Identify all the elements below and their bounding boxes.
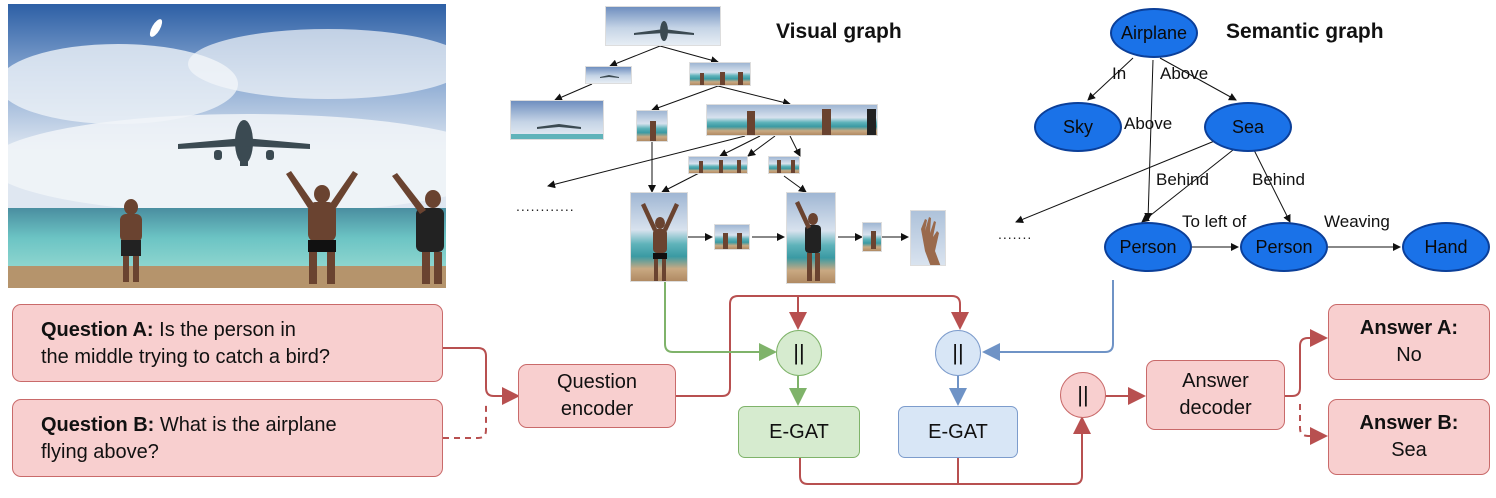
edge-label-to-left-of: To left of <box>1182 212 1247 231</box>
edge-label-in: In <box>1112 64 1127 83</box>
concat-node-visual: || <box>776 330 822 376</box>
input-photo <box>8 4 446 288</box>
answer-b-value: Sea <box>1391 439 1427 461</box>
visual-graph-title: Visual graph <box>776 20 902 43</box>
visual-node-person-small <box>636 110 668 142</box>
egat-semantic-block: E-GAT <box>898 406 1018 458</box>
red-flow-lines <box>443 295 1328 485</box>
edge-label-behind-1: Behind <box>1156 170 1209 189</box>
visual-node-people-pair <box>714 224 750 250</box>
node-hand: Hand <box>1402 222 1490 272</box>
concat-node-fusion: || <box>1060 372 1106 418</box>
visual-graph-ellipsis-left: ............ <box>516 198 575 214</box>
visual-node-airplane <box>605 6 721 46</box>
node-airplane: Airplane <box>1110 8 1198 58</box>
semantic-graph-title: Semantic graph <box>1226 20 1384 43</box>
visual-node-crop-b <box>768 156 800 174</box>
answer-a-value: No <box>1396 344 1422 366</box>
green-flow-lines <box>664 282 807 406</box>
visual-node-people-group <box>689 62 751 86</box>
concat-node-semantic: || <box>935 330 981 376</box>
node-person-1: Person <box>1104 222 1192 272</box>
question-a-text-line1: Is the person in <box>153 319 296 341</box>
visual-node-sky-plane <box>510 100 604 140</box>
question-encoder-block: Question encoder <box>518 364 676 428</box>
answer-decoder-line2: decoder <box>1179 397 1252 419</box>
question-a-label: Question A: <box>41 319 154 341</box>
question-b-label: Question B: <box>41 414 155 436</box>
question-a-box: Question A: Is the person in the middle t… <box>12 304 443 382</box>
answer-decoder-block: Answer decoder <box>1146 360 1285 430</box>
question-encoder-line2: encoder <box>560 398 634 420</box>
visual-node-beach-people <box>706 104 878 136</box>
visual-node-person-right <box>786 192 836 284</box>
edge-label-behind-2: Behind <box>1252 170 1305 189</box>
egat-visual-block: E-GAT <box>738 406 860 458</box>
node-person-2: Person <box>1240 222 1328 272</box>
answer-a-label: Answer A: <box>1359 317 1459 339</box>
question-b-text-line1: What is the airplane <box>154 414 337 436</box>
answer-decoder-line1: Answer <box>1182 370 1249 392</box>
blue-flow-lines <box>949 280 1114 406</box>
visual-graph-ellipsis-right: ....... <box>998 226 1033 242</box>
edge-label-above-person: Above <box>1124 114 1173 133</box>
question-a-text-line2: the middle trying to catch a bird? <box>41 346 331 368</box>
visual-node-hand <box>910 210 946 266</box>
visual-node-sky <box>585 66 632 84</box>
visual-node-person-tiny <box>862 222 882 252</box>
answer-a-box: Answer A: No <box>1328 304 1490 380</box>
node-sky: Sky <box>1034 102 1122 152</box>
answer-b-box: Answer B: Sea <box>1328 399 1490 475</box>
node-sea: Sea <box>1204 102 1292 152</box>
answer-b-label: Answer B: <box>1359 412 1459 434</box>
question-b-text-line2: flying above? <box>41 441 159 463</box>
edge-label-above-sea: Above <box>1160 64 1209 83</box>
edge-label-weaving: Weaving <box>1324 212 1390 231</box>
question-encoder-line1: Question <box>556 371 638 393</box>
visual-node-crop-a <box>688 156 748 174</box>
semantic-graph-edges <box>1015 57 1401 251</box>
visual-node-person-middle <box>630 192 688 282</box>
question-b-box: Question B: What is the airplane flying a… <box>12 399 443 477</box>
